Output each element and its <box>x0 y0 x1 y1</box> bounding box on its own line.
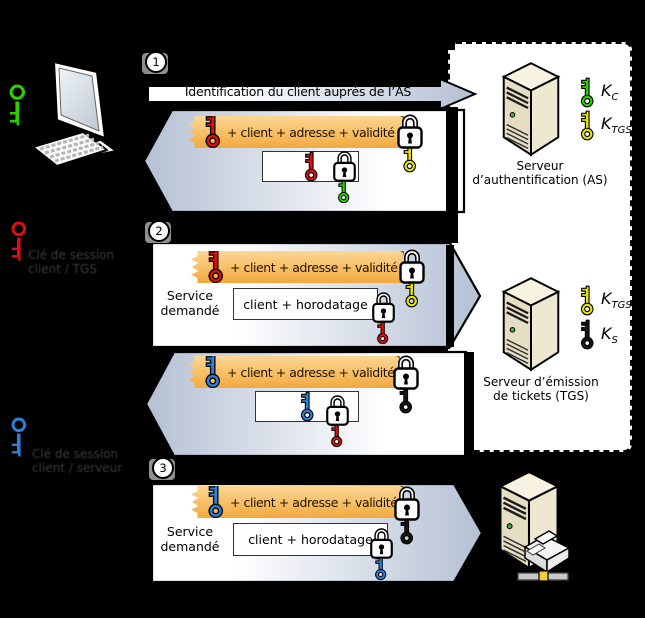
padlock-icon <box>392 353 420 391</box>
session-key-service-label-line2: client / serveur <box>32 460 123 475</box>
as-server-label-line1: Serveur <box>516 159 564 173</box>
shadow-strip <box>446 107 458 243</box>
lock-with-session-key <box>325 393 353 463</box>
lock-with-service-key <box>393 484 421 554</box>
tgt-ticket: + client + adresse + validité <box>188 116 404 148</box>
tgs-server-label-line1: Serveur d’émission <box>483 375 599 389</box>
step-badge-3: 3 <box>149 457 177 481</box>
step-badge-1: 1 <box>142 51 170 75</box>
tgt-ticket: + client + adresse + validité <box>191 251 404 283</box>
service-key-icon <box>579 319 595 350</box>
padlock-icon <box>369 526 394 560</box>
shadow-strip <box>446 245 454 347</box>
auth-request-arrow <box>147 77 478 111</box>
step-number: 1 <box>145 51 167 73</box>
ktgs2-symbol: K <box>601 289 612 308</box>
client-key-icon <box>6 78 28 132</box>
client-computer-icon <box>32 61 117 167</box>
service-ticket: + client + adresse + validité <box>191 486 404 518</box>
kc-key-label: KC <box>601 81 618 103</box>
lock-with-tgs-key <box>398 247 426 317</box>
kc-symbol: K <box>601 81 612 100</box>
padlock-icon <box>332 149 357 183</box>
ktgs-key-label: KTGS <box>601 114 632 136</box>
step-number: 2 <box>148 220 170 242</box>
authenticator-label: client + horodatage <box>243 296 368 312</box>
service-request-label: Service demandé <box>160 288 220 318</box>
authenticator-box: client + horodatage <box>233 288 378 320</box>
ktgs-symbol: K <box>601 114 612 133</box>
padlock-icon <box>398 247 426 285</box>
lock-with-service-key <box>392 353 420 423</box>
session-key-service-icon <box>204 353 221 389</box>
tgs-key-icon <box>579 110 595 141</box>
network-icon <box>517 570 569 582</box>
session-key-service-icon <box>299 391 315 422</box>
service-request-label: Service demandé <box>160 524 220 554</box>
ktgs-subscript: TGS <box>611 125 632 137</box>
ks-symbol: K <box>601 324 612 343</box>
tgs-key-icon <box>579 285 595 316</box>
tgs-server-icon <box>494 272 568 374</box>
padlock-icon <box>325 393 350 427</box>
printer-icon <box>523 530 571 574</box>
authenticator-label: client + horodatage <box>248 532 373 547</box>
session-key-service-icon <box>207 483 224 519</box>
ks-subscript: S <box>611 335 618 347</box>
padlock-icon <box>396 112 424 150</box>
tgs-server-label-line2: de tickets (TGS) <box>493 388 589 403</box>
ticket-label: + client + adresse + validité <box>230 259 398 275</box>
ticket-label: + client + adresse + validité <box>227 124 395 140</box>
session-key-tgs-label: Clé de session client / TGS <box>28 248 115 276</box>
padlock-icon <box>371 290 396 324</box>
service-ticket: + client + adresse + validité <box>188 356 400 388</box>
as-server-label-line2: d’authentification (AS) <box>472 172 608 187</box>
session-key-tgs-label-line2: client / TGS <box>28 261 97 276</box>
client-key-icon <box>579 77 595 108</box>
session-key-tgs-icon <box>207 248 224 284</box>
ktgs2-subscript: TGS <box>611 300 632 312</box>
ks-key-label: KS <box>601 324 618 346</box>
ktgs2-key-label: KTGS <box>601 289 632 311</box>
step-number: 3 <box>152 457 174 479</box>
lock-with-session-key <box>369 526 397 596</box>
ticket-label: + client + adresse + validité <box>230 494 398 510</box>
lock-with-client-key <box>332 149 360 219</box>
lock-with-tgs-key <box>396 112 424 182</box>
session-key-tgs-label-line1: Clé de session <box>28 248 115 262</box>
as-server-icon <box>494 57 568 159</box>
authenticator-box: client + horodatage <box>233 523 388 556</box>
session-key-service-label-line1: Clé de session <box>32 447 119 461</box>
shadow-strip <box>464 352 474 455</box>
session-key-tgs-icon <box>204 113 221 149</box>
panel-corner-shadow <box>443 36 455 50</box>
tgs-server-label: Serveur d’émission de tickets (TGS) <box>448 375 634 403</box>
ticket-label: + client + adresse + validité <box>227 364 395 380</box>
session-key-service-label: Clé de session client / serveur <box>32 447 123 475</box>
step-badge-2: 2 <box>145 220 173 244</box>
auth-request-label: Identification du client auprès de l’AS <box>184 84 412 99</box>
padlock-icon <box>393 484 421 522</box>
session-key-tgs-icon <box>8 219 29 263</box>
session-key-service-icon <box>8 415 29 459</box>
session-key-tgs-icon <box>303 151 319 182</box>
kc-subscript: C <box>611 92 619 104</box>
as-server-label: Serveur d’authentification (AS) <box>452 159 628 187</box>
